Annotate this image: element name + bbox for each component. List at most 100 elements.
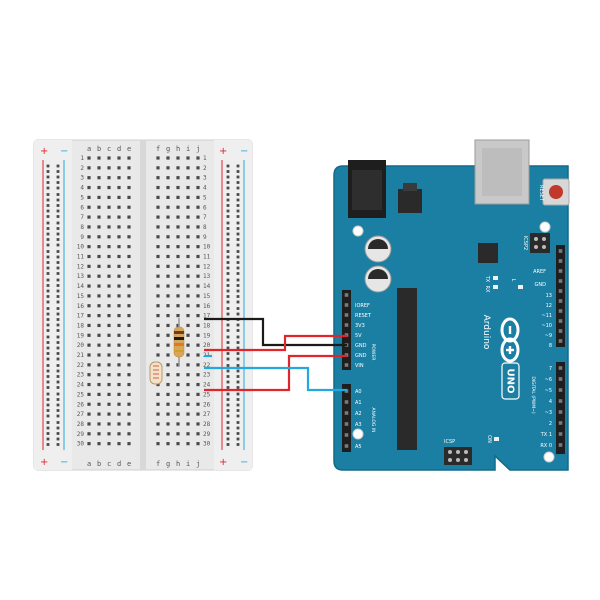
breadboard-hole — [196, 363, 200, 367]
rail-hole — [236, 329, 240, 332]
resistor-band-2 — [174, 337, 184, 340]
header-pin[interactable] — [558, 443, 563, 447]
rail-hole — [46, 278, 50, 282]
breadboard-hole — [156, 422, 160, 426]
analog-pin-label: A1 — [355, 400, 362, 406]
header-pin[interactable] — [558, 366, 563, 370]
breadboard-hole — [156, 215, 160, 219]
wire-5v-bottom[interactable] — [204, 354, 347, 392]
breadboard-hole — [176, 323, 180, 328]
breadboard-hole — [117, 353, 121, 357]
breadboard: + − + − + − + − a b c d e f g h i j a b … — [33, 139, 253, 471]
breadboard-hole — [186, 314, 190, 318]
breadboard-hole — [117, 382, 121, 387]
rail-hole — [236, 341, 240, 344]
header-pin[interactable] — [344, 422, 349, 426]
breadboard-hole — [107, 176, 111, 180]
breadboard-hole — [97, 185, 101, 190]
header-pin[interactable] — [344, 303, 349, 307]
power-pin-label: GND — [355, 353, 367, 359]
breadboard-hole — [166, 343, 170, 347]
breadboard-hole — [97, 422, 101, 426]
header-pin[interactable] — [344, 323, 349, 327]
row-number: 7 — [80, 214, 84, 221]
breadboard-hole — [97, 166, 101, 170]
header-pin[interactable] — [344, 411, 349, 415]
analog-section-label: ANALOG IN — [370, 407, 376, 432]
breadboard-hole — [87, 333, 91, 337]
header-pin[interactable] — [558, 269, 563, 273]
wire-signal-a0[interactable] — [204, 366, 347, 392]
rail-hole — [236, 193, 240, 196]
header-pin[interactable] — [558, 309, 563, 313]
rail-hole — [46, 209, 50, 213]
analog-pin-label: A4 — [355, 433, 362, 439]
row-number: 2 — [80, 165, 84, 172]
rail-hole — [226, 421, 230, 424]
breadboard-hole — [117, 176, 121, 180]
breadboard-hole — [166, 215, 170, 219]
resistor-body — [173, 326, 185, 358]
rail-hole — [46, 335, 50, 339]
col-label-b: b — [97, 145, 101, 153]
header-pin[interactable] — [344, 313, 349, 317]
breadboard-hole — [97, 442, 101, 446]
header-pin[interactable] — [558, 410, 563, 414]
header-pin[interactable] — [344, 400, 349, 404]
rail-hole — [46, 272, 50, 275]
row-number: 14 — [77, 283, 85, 290]
digital-pin-label: ~11 — [541, 313, 552, 319]
breadboard-hole — [97, 215, 101, 219]
header-pin[interactable] — [558, 377, 563, 381]
rail-minus-bottom-right: − — [240, 457, 248, 468]
header-pin[interactable] — [558, 339, 563, 343]
breadboard-hole — [196, 323, 200, 328]
header-pin[interactable] — [558, 289, 563, 293]
rail-hole — [226, 272, 230, 275]
header-pin[interactable] — [558, 319, 563, 323]
header-pin[interactable] — [558, 432, 563, 436]
breadboard-hole — [87, 245, 91, 249]
breadboard-hole — [186, 412, 190, 416]
header-pin[interactable] — [344, 444, 349, 448]
header-pin[interactable] — [558, 249, 563, 253]
header-pin[interactable] — [558, 388, 563, 392]
breadboard-hole — [97, 432, 101, 436]
breadboard-hole — [176, 314, 180, 318]
breadboard-hole — [156, 442, 160, 446]
header-pin[interactable] — [344, 293, 349, 297]
analog-header — [342, 384, 351, 452]
breadboard-hole — [166, 156, 170, 160]
photoresistor[interactable] — [149, 361, 163, 385]
wire-ground[interactable] — [204, 317, 347, 347]
rail-hole — [46, 437, 50, 441]
rail-hole — [226, 261, 230, 264]
resistor[interactable] — [173, 318, 185, 366]
header-pin[interactable] — [558, 279, 563, 283]
breadboard-hole — [127, 402, 131, 406]
rail-hole — [46, 295, 50, 298]
rail-hole — [56, 392, 60, 396]
rail-hole — [56, 186, 60, 190]
header-pin[interactable] — [558, 421, 563, 425]
mounting-hole — [352, 428, 364, 440]
breadboard-hole — [196, 353, 200, 357]
breadboard-hole — [107, 205, 111, 209]
wire-5v-top[interactable] — [204, 334, 347, 352]
header-pin[interactable] — [558, 259, 563, 263]
breadboard-hole — [166, 432, 170, 436]
breadboard-hole — [196, 195, 200, 199]
header-pin[interactable] — [344, 363, 349, 367]
reset-button-cap[interactable] — [549, 185, 563, 199]
breadboard-hole — [176, 245, 180, 249]
header-pin[interactable] — [558, 299, 563, 303]
row-number: 16 — [77, 303, 85, 310]
header-pin[interactable] — [558, 329, 563, 333]
header-pin[interactable] — [558, 399, 563, 403]
rail-hole — [46, 181, 50, 184]
voltage-regulator — [398, 189, 422, 213]
header-pin[interactable] — [344, 433, 349, 437]
breadboard-hole — [186, 156, 190, 160]
breadboard-hole — [117, 373, 121, 377]
